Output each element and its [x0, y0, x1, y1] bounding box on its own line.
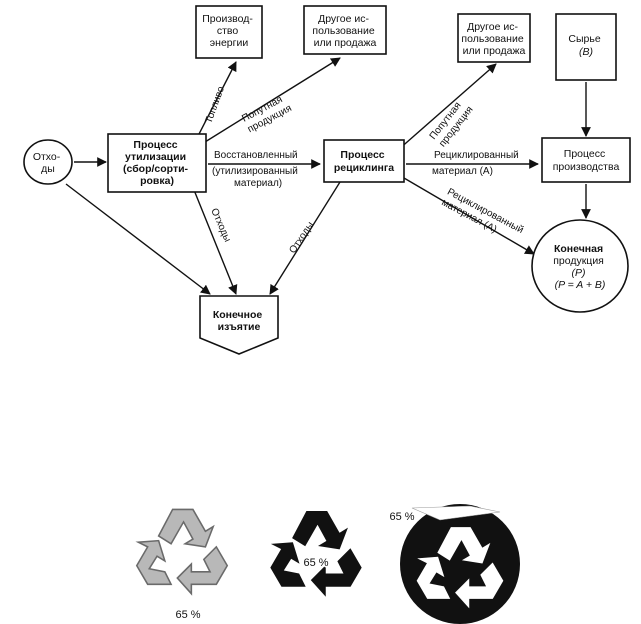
node-energy-shape [195, 5, 263, 59]
circle-symbol-disc [400, 504, 520, 624]
waste-from-recycling-label: Отходы [287, 220, 316, 256]
node-final-product-shape [531, 219, 629, 313]
black-symbol-percent: 65 % [303, 557, 328, 569]
recycling-symbol-gray: 65 % [135, 508, 229, 621]
utilization-label: Процесс утилизации (сбор/сорти- ровка) [123, 139, 191, 187]
raw-label: Сырье (B) [568, 33, 603, 58]
node-production-shape [541, 137, 631, 183]
recycled-2-label: Рециклированный материал (A) [440, 187, 528, 248]
restored-label: Восстановленный (утилизированный материа… [212, 150, 301, 189]
edge-recycling-to-other-use [397, 63, 497, 151]
other-use-2-label: Другое ис- пользование или продажа [461, 21, 526, 57]
node-other-use-2-shape [457, 13, 531, 63]
energy-label: Производ- ство энергии [202, 13, 256, 49]
fuel-label: Топливо [203, 85, 227, 125]
byproduct-2-label: Попутная продукция [428, 97, 476, 149]
byproduct-1-label: Попутная продукция [240, 92, 293, 135]
edge-recycling-to-disposal [269, 181, 341, 295]
node-utilization-shape [107, 133, 207, 193]
node-labels: Отхо- ды Процесс утилизации (сбор/сорти-… [33, 13, 620, 333]
edge-waste-to-disposal [65, 183, 211, 295]
edge-utilization-to-other-use [204, 57, 341, 143]
final-product-label: Конечная продукция (P) (P = A + B) [553, 243, 607, 291]
edge-utilization-to-energy [197, 61, 237, 137]
node-other-use-1-shape [303, 5, 387, 55]
circle-symbol-percent: 65 % [389, 511, 414, 523]
recycling-symbol-circle: 65 % [389, 504, 520, 624]
recycled-1-label: Рециклированный материал (A) [432, 150, 522, 177]
node-waste-shape [23, 139, 73, 185]
node-recycling-shape [323, 139, 405, 183]
recycling-label: Процесс рециклинга [334, 149, 394, 174]
nodes [23, 5, 631, 355]
recycling-symbol-black: 65 % [270, 511, 362, 597]
node-raw-shape [555, 13, 617, 81]
production-label: Процесс производства [553, 148, 620, 173]
circle-symbol-paper-fold [411, 505, 501, 521]
node-disposal-shape [199, 295, 279, 355]
waste-down-label: Отходы [208, 207, 233, 244]
disposal-label: Конечное изъятие [213, 309, 265, 333]
gray-symbol-percent: 65 % [175, 609, 200, 621]
edge-utilization-to-disposal [193, 189, 238, 295]
other-use-1-label: Другое ис- пользование или продажа [312, 13, 377, 49]
waste-label: Отхо- ды [33, 151, 63, 175]
edges [65, 57, 591, 295]
edge-recycling-to-final-product [403, 177, 535, 255]
